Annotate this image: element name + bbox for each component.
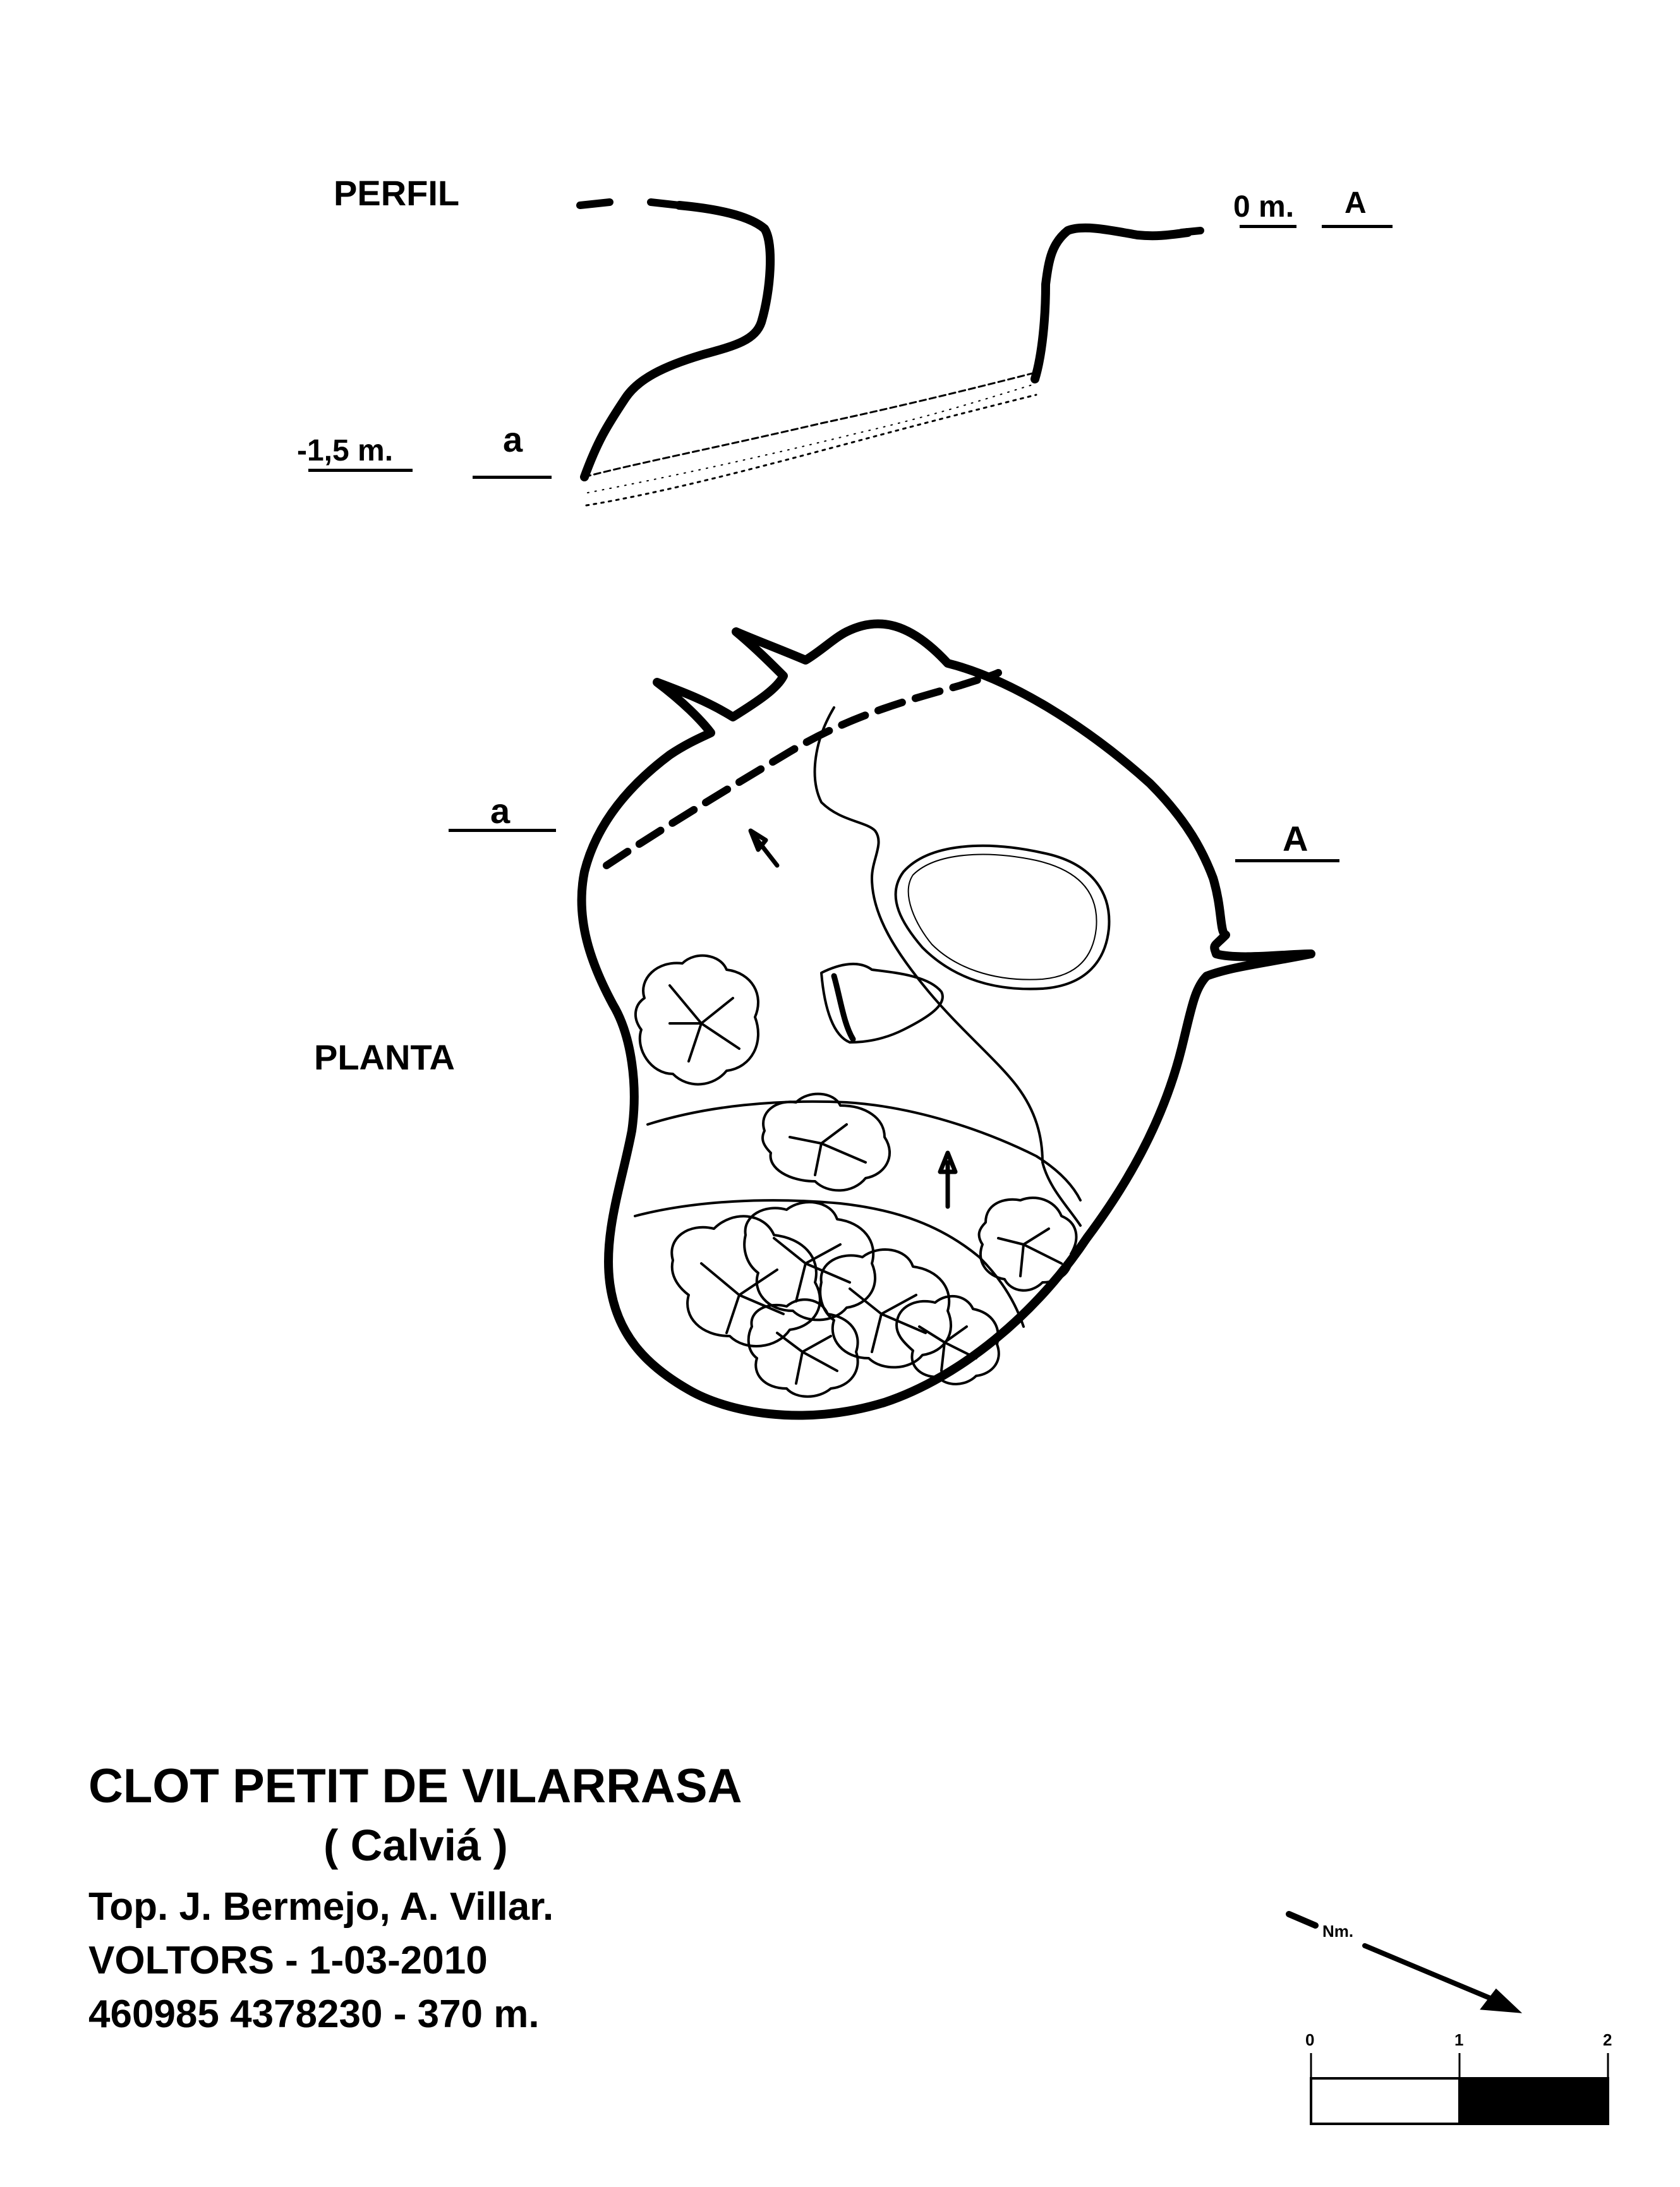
profile-floor-mid [587,383,1036,493]
bush-icon [670,1215,821,1347]
profile-depth-top-underline [1240,225,1296,228]
scale-label-0: 0 [1305,2030,1315,2049]
plan-section [577,619,1315,1420]
scale-bar-black-segment [1458,2077,1609,2125]
bush-icon [743,1201,876,1322]
profile-section [576,198,1204,507]
profile-section-start-underline [1322,225,1393,228]
bush-icon [895,1294,1000,1385]
profile-floor-lower [585,394,1037,507]
profile-section-end-label: a [503,419,523,459]
north-arrow [1286,1911,1523,2013]
profile-title: PERFIL [334,173,460,213]
utm-coordinates: 460985 4378230 - 370 m. [88,1992,540,2036]
plan-title: PLANTA [314,1037,455,1077]
plan-inner-line-left [813,706,1082,1227]
plan-central-hole-outer [894,844,1111,991]
plan-vegetation [634,954,1078,1398]
profile-depth-bottom-label: -1,5 m. [297,434,394,467]
scale-label-2: 2 [1603,2030,1612,2049]
profile-section-start-label: A [1345,186,1367,220]
plan-outer-wall [577,619,1315,1420]
survey-credits: Top. J. Bermejo, A. Villar. [88,1885,554,1929]
profile-right-wall [1030,223,1192,383]
north-arrow-tail [1286,1911,1319,1929]
plan-section-start-label: A [1283,819,1308,859]
plan-central-hole-inner [907,853,1097,980]
scale-bar [1310,2053,1609,2125]
plan-terrace-line-2 [634,1199,1025,1328]
profile-section-end-underline [473,476,552,479]
scale-label-1: 1 [1454,2030,1464,2049]
bush-icon [977,1196,1078,1292]
profile-surface-left-dashed [576,198,683,209]
plan-terrace-line-1 [646,1100,1082,1202]
profile-floor-upper [583,371,1036,478]
cave-name: CLOT PETIT DE VILARRASA [88,1759,742,1813]
bush-icon [747,1298,859,1398]
profile-depth-top-label: 0 m. [1233,190,1295,224]
profile-left-wall [580,201,775,481]
plan-section-end-label: a [490,791,511,831]
profile-depth-bottom-underline [308,469,413,472]
north-arrow-head-icon [1480,1988,1523,2013]
bush-icon [761,1092,891,1192]
plan-small-block [820,962,944,1044]
profile-surface-right-dashed [1178,227,1204,236]
plan-section-start-underline [1235,859,1339,862]
plan-dripline-dashed [603,669,1002,869]
plan-section-end-underline [449,829,556,832]
bush-icon [819,1248,952,1369]
bush-icon [634,954,759,1086]
scale-bar-white-segment [1310,2077,1461,2125]
cave-municipality: ( Calviá ) [323,1821,508,1870]
plan-arrow-up-icon [938,1150,958,1209]
north-arrow-shaft [1362,1943,1503,2005]
north-label: Nm. [1322,1922,1354,1941]
plan-arrow-upper-left-icon [748,828,780,868]
plan-small-block-shade [831,973,856,1042]
club-and-date: VOLTORS - 1-03-2010 [88,1939,488,1982]
